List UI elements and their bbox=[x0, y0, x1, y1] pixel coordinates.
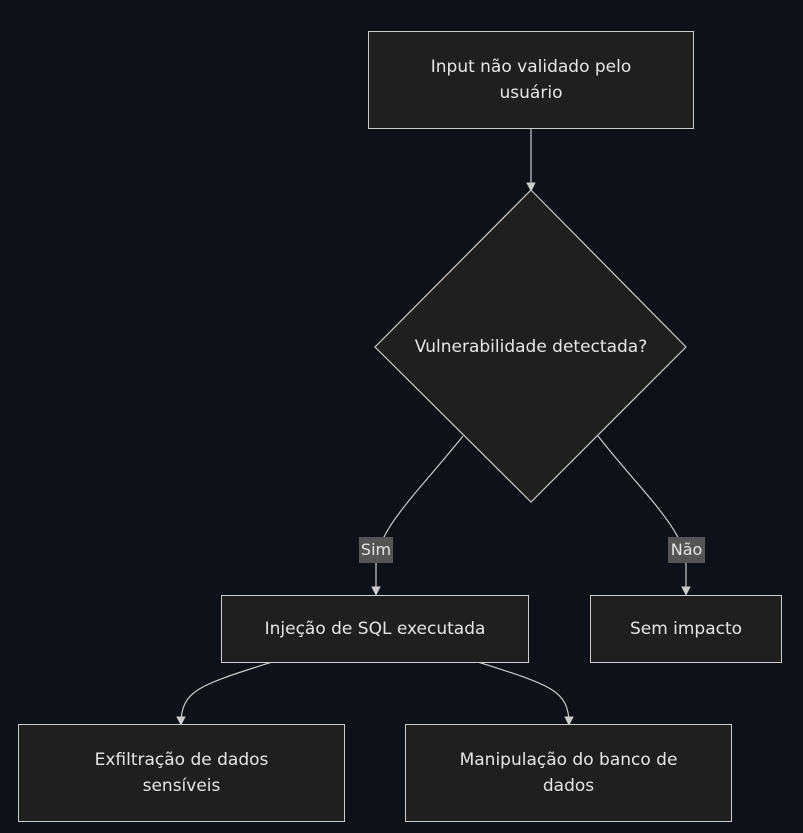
decision-diamond bbox=[374, 189, 687, 503]
node-exfil: Exfiltração de dados sensíveis bbox=[18, 724, 345, 822]
node-sql-label: Injeção de SQL executada bbox=[264, 619, 486, 639]
node-decision-label: Vulnerabilidade detectada? bbox=[395, 333, 667, 361]
node-manip: Manipulação do banco de dados bbox=[405, 724, 732, 822]
node-none: Sem impacto bbox=[590, 595, 782, 663]
edge-label-no: Não bbox=[668, 537, 705, 563]
node-input-label: Input não validado pelo usuário bbox=[430, 57, 632, 103]
decision-label-text: Vulnerabilidade detectada? bbox=[414, 337, 648, 357]
edge-decision-to-none bbox=[597, 435, 691, 596]
edge-label-yes: Sim bbox=[359, 537, 393, 563]
edge-sql-to-manip bbox=[477, 661, 574, 726]
node-input: Input não validado pelo usuário bbox=[368, 31, 694, 129]
edge-sql-to-exfil bbox=[176, 661, 273, 726]
node-sql: Injeção de SQL executada bbox=[221, 595, 529, 663]
node-manip-label: Manipulação do banco de dados bbox=[459, 750, 678, 796]
node-exfil-label: Exfiltração de dados sensíveis bbox=[94, 750, 269, 796]
edge-decision-to-sql bbox=[371, 435, 464, 596]
node-none-label: Sem impacto bbox=[629, 619, 743, 639]
